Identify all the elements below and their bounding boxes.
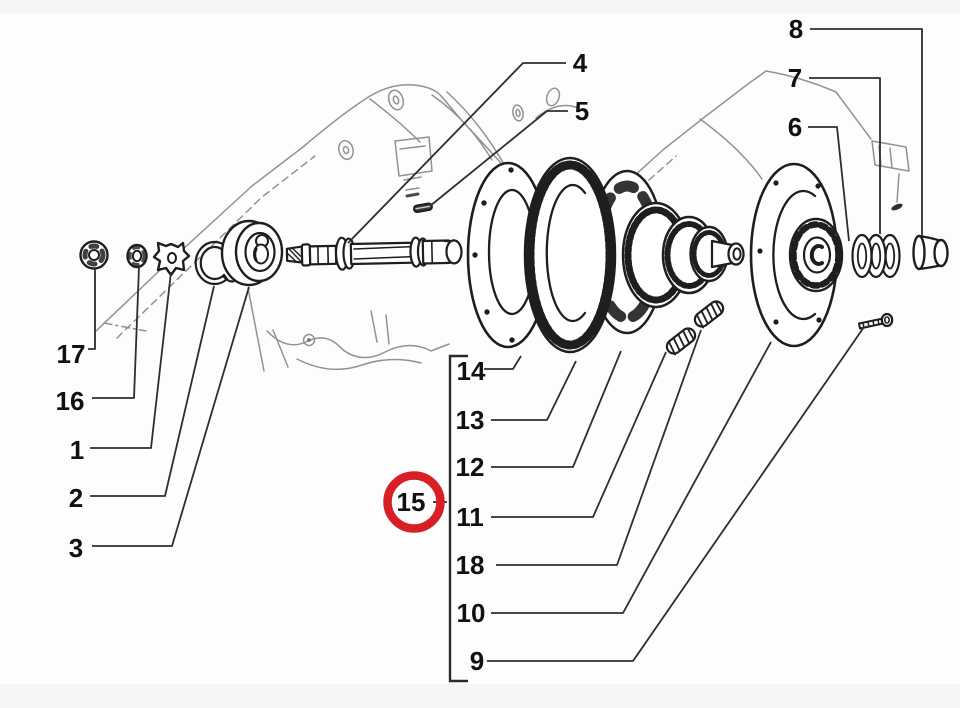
ball-bearing xyxy=(220,219,284,287)
callout-label-9: 9 xyxy=(470,646,484,676)
ring-gear xyxy=(523,156,617,354)
leader-line-2 xyxy=(90,285,215,497)
callout-label-6: 6 xyxy=(788,112,802,142)
leader-line-1 xyxy=(90,271,172,449)
gear-cluster xyxy=(621,201,745,309)
leader-line-7 xyxy=(809,77,881,234)
callout-bracket xyxy=(448,354,468,683)
leader-line-8 xyxy=(810,28,923,236)
wave-washers xyxy=(851,233,901,279)
screw xyxy=(858,312,894,330)
callout-label-5: 5 xyxy=(575,96,589,126)
end-cap xyxy=(912,234,949,271)
callout-label-17: 17 xyxy=(57,339,86,369)
clutch-shaft xyxy=(285,236,463,271)
gasket xyxy=(466,161,550,349)
callout-label-12: 12 xyxy=(456,452,485,482)
callout-label-14: 14 xyxy=(457,356,486,386)
callout-label-3: 3 xyxy=(69,533,83,563)
callout-label-13: 13 xyxy=(456,405,485,435)
callout-label-8: 8 xyxy=(789,14,803,44)
callout-label-10: 10 xyxy=(457,598,486,628)
callout-label-7: 7 xyxy=(788,63,802,93)
leader-line-9 xyxy=(487,326,865,662)
callout-label-2: 2 xyxy=(69,483,83,513)
sprocket xyxy=(788,217,844,293)
crankcase-sketch xyxy=(95,70,910,372)
callout-label-4: 4 xyxy=(573,48,588,78)
clutch-spring xyxy=(665,327,697,356)
highlight-circle xyxy=(383,471,445,533)
bottom-band xyxy=(0,684,960,708)
callout-label-18: 18 xyxy=(456,550,485,580)
callout-label-1: 1 xyxy=(70,435,84,465)
leader-line-18 xyxy=(496,329,702,566)
clutch-spring xyxy=(693,300,725,329)
parts-drawing xyxy=(79,156,949,356)
leader-line-6 xyxy=(808,126,850,242)
washer xyxy=(126,243,148,269)
leader-line-3 xyxy=(92,286,250,547)
leader-line-14 xyxy=(484,355,522,370)
nut xyxy=(79,240,109,270)
leader-line-17 xyxy=(88,268,96,350)
leader-line-16 xyxy=(92,266,140,399)
leader-lines xyxy=(88,28,923,662)
leader-line-11 xyxy=(491,351,667,518)
leader-line-12 xyxy=(491,350,622,468)
callout-label-15: 15 xyxy=(397,487,426,517)
star-washer xyxy=(152,241,191,277)
leader-line-4 xyxy=(347,62,566,244)
leader-line-5 xyxy=(429,110,568,207)
leader-line-13 xyxy=(491,360,577,421)
pin xyxy=(413,202,433,214)
leader-line-10 xyxy=(491,341,772,614)
callout-label-11: 11 xyxy=(456,502,484,532)
top-band xyxy=(0,0,960,13)
callout-label-16: 16 xyxy=(56,386,85,416)
circlip xyxy=(194,240,236,286)
